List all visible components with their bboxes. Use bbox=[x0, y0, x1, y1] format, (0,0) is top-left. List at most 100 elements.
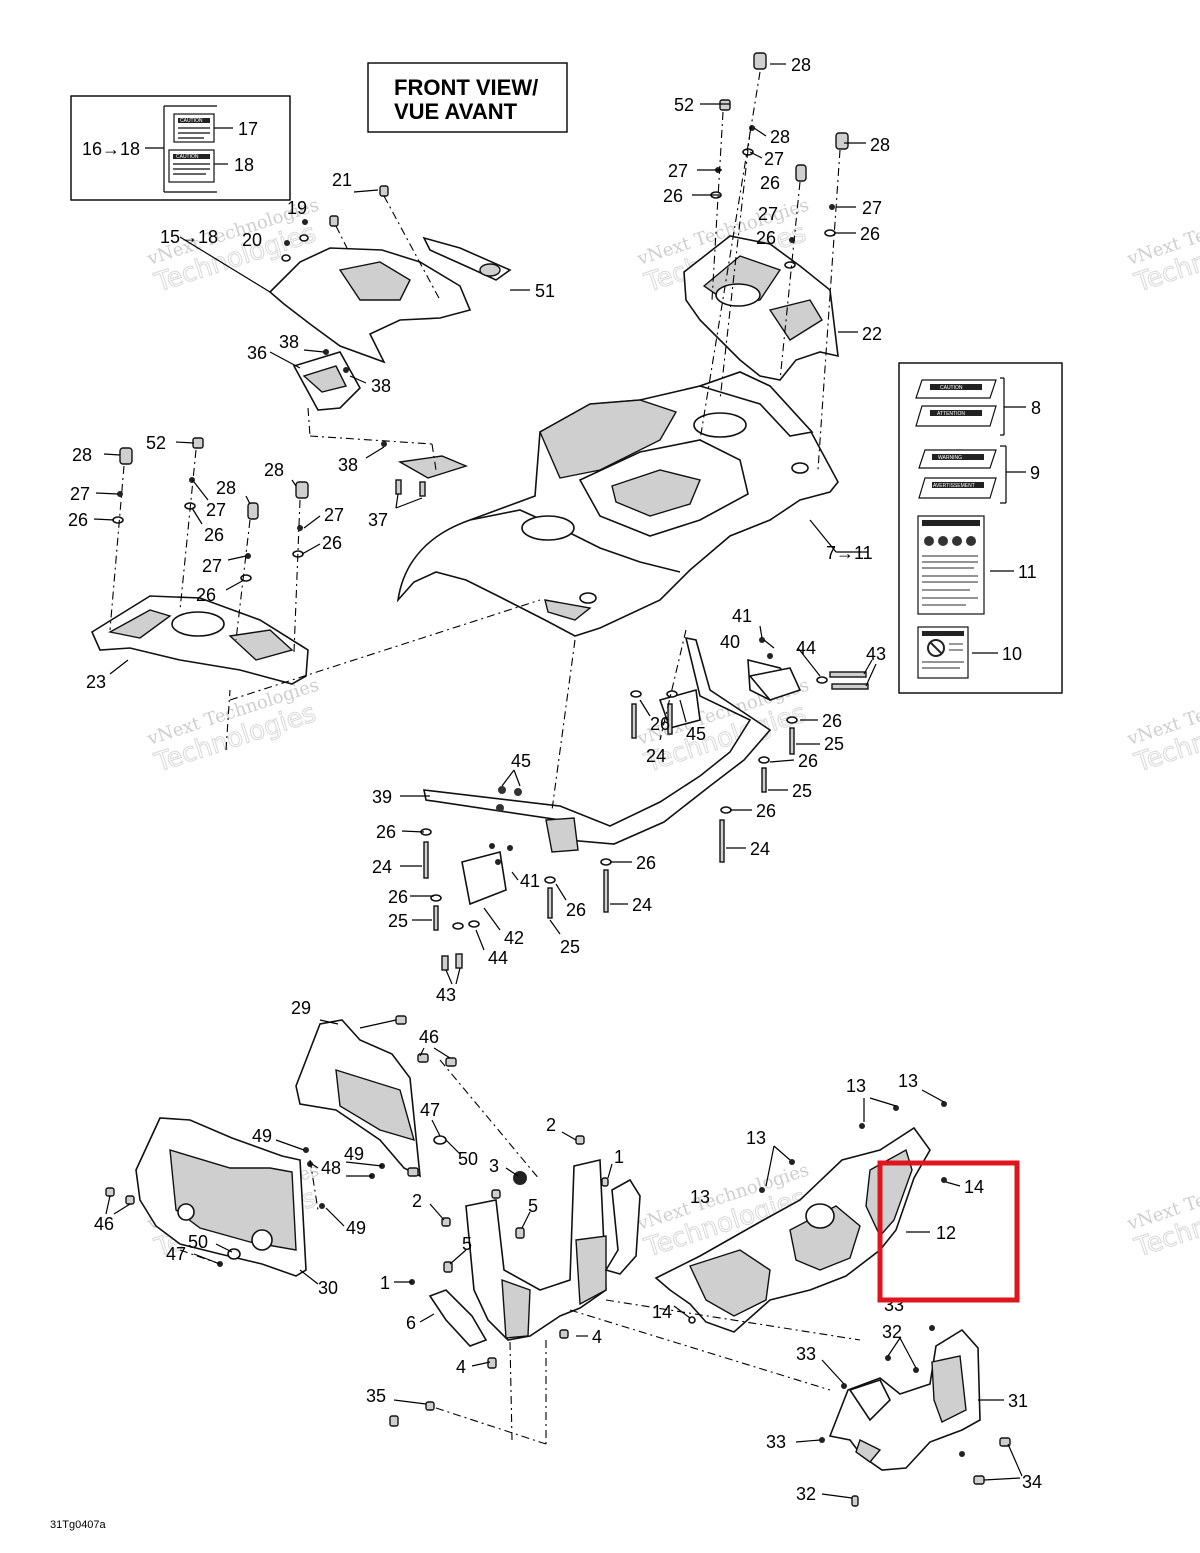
svg-text:CAUTION: CAUTION bbox=[940, 385, 963, 391]
callout-8: 8 bbox=[1031, 398, 1041, 418]
callout-25: 25 bbox=[560, 937, 580, 957]
callout-2: 2 bbox=[412, 1191, 422, 1211]
callout-28: 28 bbox=[770, 127, 790, 147]
callout-7-11: 7→11 bbox=[826, 543, 873, 563]
callout-44: 44 bbox=[488, 948, 508, 968]
title-line-2: VUE AVANT bbox=[394, 99, 518, 124]
callout-50: 50 bbox=[188, 1232, 208, 1252]
front-fender-body bbox=[396, 371, 839, 637]
callout-numbers: 28 52 28 28 27 26 27 26 27 26 27 26 22 7… bbox=[68, 55, 1042, 1504]
decal-caution-sticker: CAUTION bbox=[173, 113, 215, 143]
svg-text:WARNING: WARNING bbox=[938, 455, 962, 461]
svg-text:AVERTISSEMENT: AVERTISSEMENT bbox=[933, 483, 975, 489]
callout-35: 35 bbox=[366, 1386, 386, 1406]
callout-32: 32 bbox=[796, 1484, 816, 1504]
part-22-front-rack bbox=[683, 235, 858, 381]
callout-26: 26 bbox=[798, 751, 818, 771]
callout-4: 4 bbox=[456, 1357, 466, 1377]
callout-26: 26 bbox=[322, 533, 342, 553]
callout-45: 45 bbox=[511, 751, 531, 771]
part-23-rack bbox=[90, 595, 309, 685]
callout-6: 6 bbox=[406, 1313, 416, 1333]
decal-caution-attention: CAUTION ATTENTION bbox=[915, 377, 1026, 436]
callout-37: 37 bbox=[368, 510, 388, 530]
callout-30: 30 bbox=[318, 1278, 338, 1298]
callout-28: 28 bbox=[72, 445, 92, 465]
callout-33: 33 bbox=[766, 1432, 786, 1452]
callout-26: 26 bbox=[388, 887, 408, 907]
leader-lines bbox=[93, 63, 1023, 1499]
callout-9: 9 bbox=[1030, 463, 1040, 483]
callout-27: 27 bbox=[206, 500, 226, 520]
callout-27: 27 bbox=[324, 505, 344, 525]
callout-47: 47 bbox=[166, 1244, 186, 1264]
callout-27: 27 bbox=[764, 149, 784, 169]
callout-11: 11 bbox=[1018, 562, 1037, 582]
callout-41: 41 bbox=[520, 871, 540, 891]
callout-25: 25 bbox=[792, 781, 812, 801]
decal-box-left: CAUTION CAUTION 16→18 17 18 bbox=[70, 95, 291, 201]
callout-33: 33 bbox=[796, 1344, 816, 1364]
decal-caution-sticker: CAUTION bbox=[168, 149, 215, 183]
part-12-front-grille bbox=[654, 1126, 931, 1333]
callout-26: 26 bbox=[68, 510, 88, 530]
callout-28: 28 bbox=[791, 55, 811, 75]
part-bumper-bracket bbox=[428, 1159, 641, 1347]
callout-28: 28 bbox=[264, 460, 284, 480]
decal-box-right: CAUTION ATTENTION WARNING AVERTISSEMENT bbox=[898, 362, 1063, 694]
callout-23: 23 bbox=[86, 672, 106, 692]
callout-22: 22 bbox=[862, 324, 882, 344]
part-39-bumper-tube bbox=[422, 636, 800, 906]
callout-26: 26 bbox=[650, 714, 670, 734]
part-30-side-panel bbox=[135, 1117, 307, 1277]
callout-20: 20 bbox=[242, 230, 262, 250]
callout-26: 26 bbox=[822, 711, 842, 731]
callout-32: 32 bbox=[882, 1322, 902, 1342]
callout-15-18: 15→18 bbox=[160, 227, 218, 247]
callout-26: 26 bbox=[860, 224, 880, 244]
callout-18: 18 bbox=[234, 155, 254, 175]
callout-24: 24 bbox=[632, 895, 652, 915]
callout-13: 13 bbox=[846, 1076, 866, 1096]
title-box: FRONT VIEW/ VUE AVANT bbox=[367, 62, 568, 133]
assembly-lines bbox=[109, 71, 861, 1445]
callout-21: 21 bbox=[332, 170, 352, 190]
callout-26: 26 bbox=[760, 173, 780, 193]
callout-24: 24 bbox=[750, 839, 770, 859]
callout-24: 24 bbox=[372, 857, 392, 877]
callout-16-18: 16→18 bbox=[82, 139, 140, 159]
callout-26: 26 bbox=[756, 228, 776, 248]
callout-26: 26 bbox=[663, 186, 683, 206]
callout-31: 31 bbox=[1008, 1391, 1028, 1411]
callout-38: 38 bbox=[371, 376, 391, 396]
callout-25: 25 bbox=[824, 734, 844, 754]
callout-49: 49 bbox=[252, 1126, 272, 1146]
callout-13: 13 bbox=[898, 1071, 918, 1091]
callout-26: 26 bbox=[196, 585, 216, 605]
callout-25: 25 bbox=[388, 911, 408, 931]
svg-text:ATTENTION: ATTENTION bbox=[937, 411, 965, 417]
callout-2: 2 bbox=[546, 1115, 556, 1135]
callout-26: 26 bbox=[756, 801, 776, 821]
callout-12: 12 bbox=[936, 1223, 956, 1243]
callout-1: 1 bbox=[380, 1273, 390, 1293]
part-29-side-panel bbox=[295, 1019, 421, 1178]
callout-27: 27 bbox=[202, 556, 222, 576]
callout-43: 43 bbox=[436, 985, 456, 1005]
decal-warning-panel bbox=[917, 515, 1014, 615]
fasteners bbox=[105, 52, 1011, 1507]
decal-no-passenger bbox=[917, 626, 998, 679]
callout-28: 28 bbox=[216, 478, 236, 498]
callout-14: 14 bbox=[964, 1177, 984, 1197]
callout-1: 1 bbox=[614, 1147, 624, 1167]
callout-26: 26 bbox=[376, 822, 396, 842]
callout-34: 34 bbox=[1022, 1472, 1042, 1492]
callout-45: 45 bbox=[686, 724, 706, 744]
svg-text:CAUTION: CAUTION bbox=[176, 154, 199, 160]
svg-text:CAUTION: CAUTION bbox=[180, 118, 203, 124]
callout-49: 49 bbox=[346, 1218, 366, 1238]
part-31-bumper-guard bbox=[828, 1328, 981, 1471]
callout-17: 17 bbox=[238, 119, 258, 139]
callout-47: 47 bbox=[420, 1100, 440, 1120]
